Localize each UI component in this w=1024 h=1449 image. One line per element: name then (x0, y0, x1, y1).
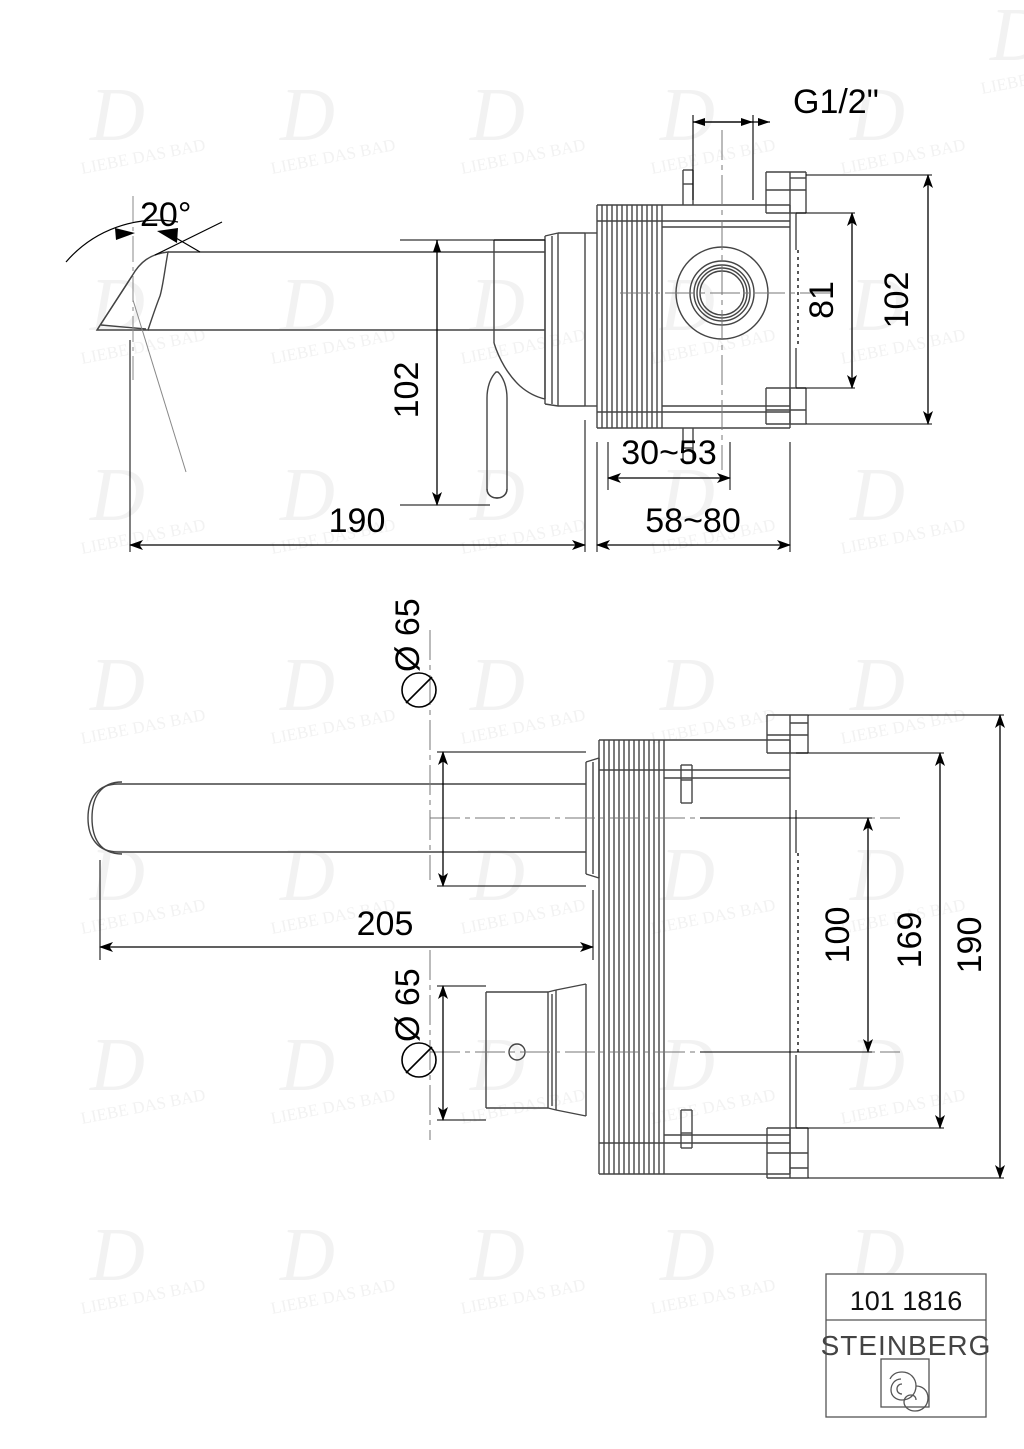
mounting-pin-bottom-elevation (682, 428, 694, 463)
plan-dimensions: Ø 65 Ø 65 205 100 169 (99, 598, 1005, 1179)
dim-label-spout-length: 205 (357, 905, 414, 943)
connector-flange-upper-plan (766, 714, 809, 754)
dim-label-body-height-outer: 102 (878, 272, 916, 329)
plan-view (87, 630, 900, 1179)
dim-label-body-width-inner: 169 (891, 912, 929, 969)
dim-body-height-102[interactable] (806, 174, 933, 425)
dim-spout-rosette-dia[interactable] (401, 672, 586, 887)
dim-label-body-depth: 58~80 (645, 502, 741, 540)
dim-label-spout-projection: 190 (329, 502, 386, 540)
dim-body-depth-58-80[interactable] (596, 442, 791, 552)
dim-body-width-169[interactable] (796, 752, 945, 1129)
dim-install-depth-30-53[interactable] (607, 442, 731, 490)
dim-label-spout-height: 102 (388, 362, 426, 419)
right-edge-profile-elevation (795, 213, 799, 388)
dim-spout-height-102[interactable] (400, 239, 545, 506)
dim-body-width-190[interactable] (808, 714, 1005, 1179)
dim-label-spout-dia: Ø 65 (389, 598, 427, 672)
dim-label-angle: 20° (140, 196, 191, 234)
dim-label-center-spacing: 100 (819, 907, 857, 964)
title-block[interactable]: 101 1816 STEINBERG (821, 1273, 992, 1418)
dim-body-height-81[interactable] (796, 212, 857, 389)
rosette-elevation (544, 232, 559, 407)
spout-plan (87, 781, 586, 855)
elevation-dimensions: 20° G1/2" 102 81 (65, 83, 933, 552)
dim-spout-projection-190[interactable] (129, 340, 586, 552)
dim-angle-20[interactable] (65, 196, 223, 473)
brand-name: STEINBERG (821, 1330, 992, 1361)
dim-label-install-depth: 30~53 (621, 434, 717, 472)
dim-thread-g12[interactable] (692, 115, 770, 200)
connector-flange-top-elevation (765, 171, 807, 214)
dim-spout-length-205[interactable] (99, 860, 594, 960)
center-axis-elevation[interactable] (620, 130, 830, 470)
dim-center-spacing-100[interactable] (700, 817, 873, 1053)
mounting-pin-lower-plan (680, 1109, 693, 1149)
dim-label-handle-dia: Ø 65 (389, 968, 427, 1042)
threaded-sleeve-elevation (585, 204, 662, 429)
mounting-pin-upper-plan (680, 764, 693, 804)
dim-label-body-height-inner: 81 (803, 281, 841, 319)
right-edge-profile-plan (795, 810, 799, 1128)
center-axis-plan[interactable] (429, 630, 900, 1140)
valve-body-plan (663, 739, 791, 1175)
handle-block-plan (485, 983, 587, 1117)
title-block-border (825, 1273, 987, 1418)
collar-elevation (558, 232, 586, 407)
steinberg-swirl-logo (880, 1358, 930, 1412)
dim-handle-rosette-dia[interactable] (401, 985, 486, 1121)
threaded-sleeve-plan (598, 739, 664, 1175)
spout-elevation (95, 251, 545, 331)
dim-label-thread: G1/2" (793, 83, 879, 121)
elevation-view (95, 130, 830, 499)
article-number: 101 1816 (850, 1286, 963, 1316)
dim-label-body-width-outer: 190 (951, 917, 989, 974)
